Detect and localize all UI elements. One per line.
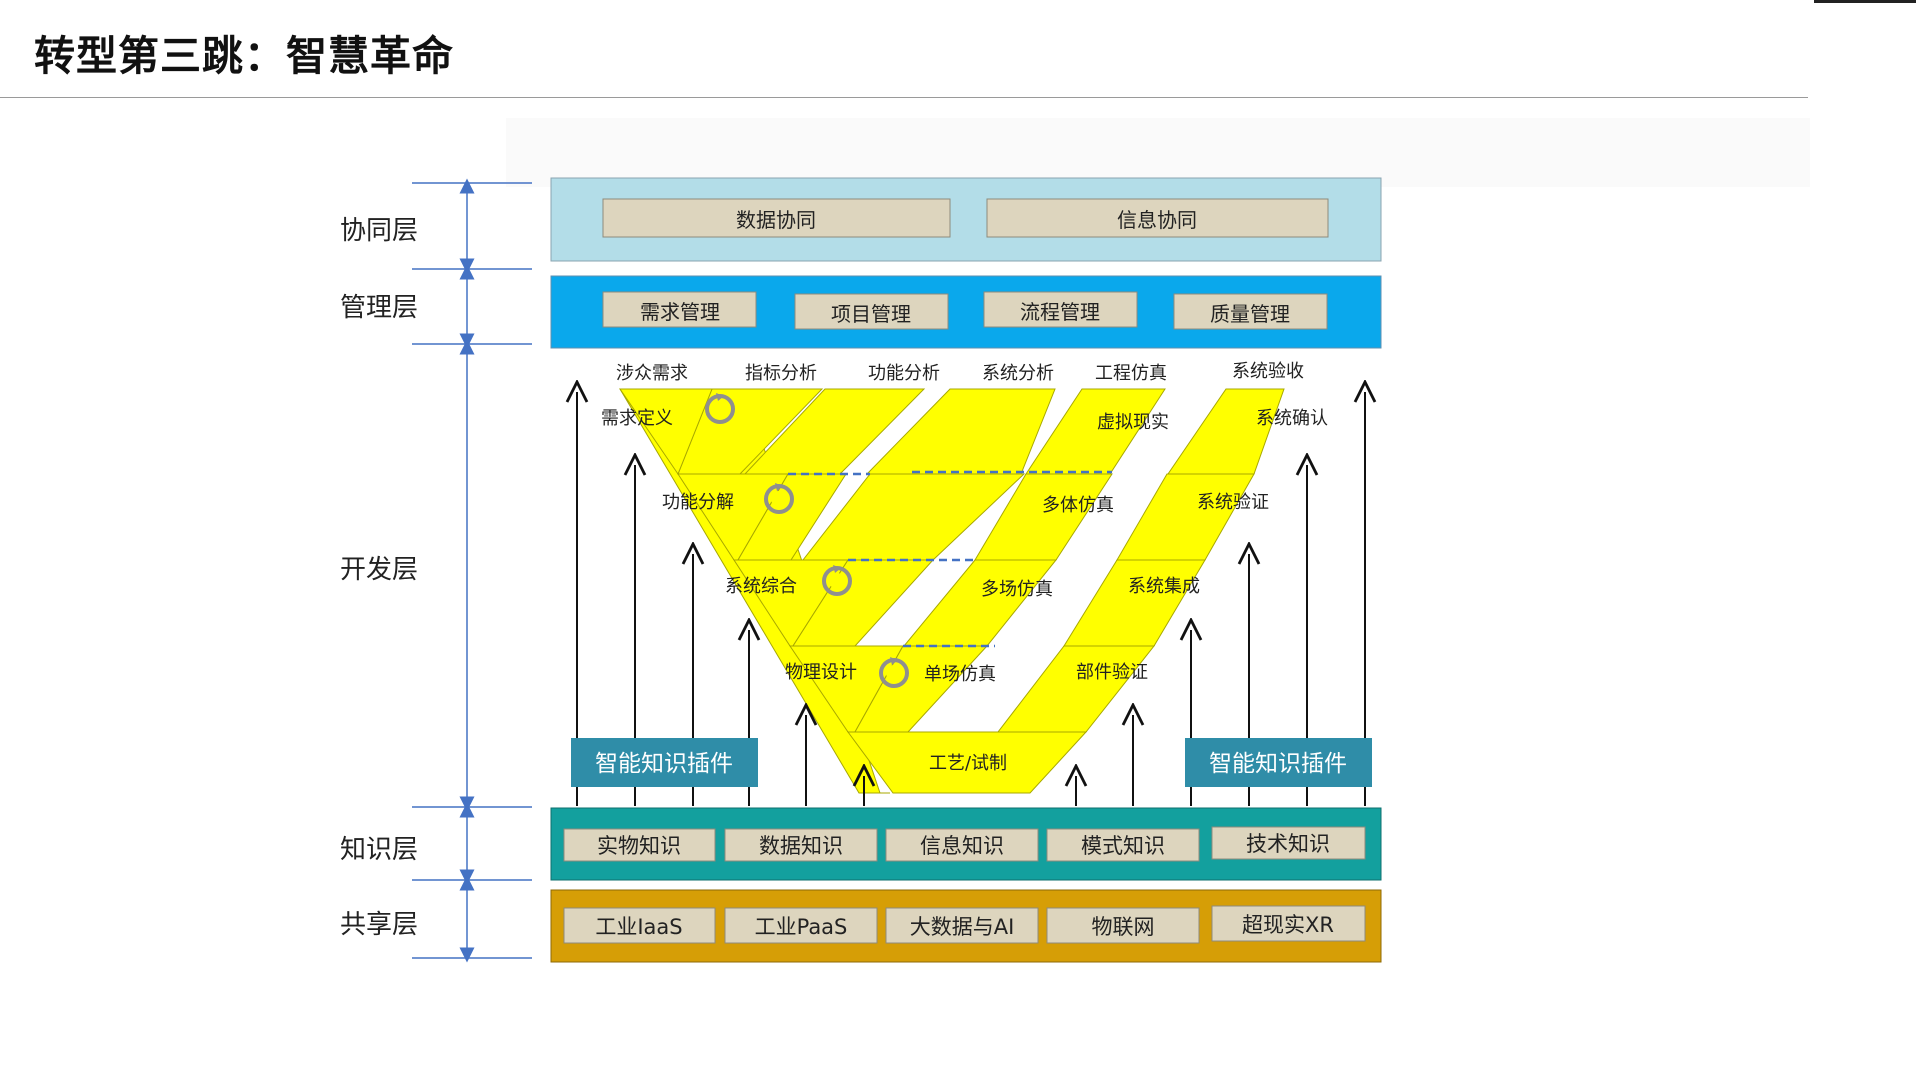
knowledge-plugin-label-left: 智能知识插件 [595,751,733,777]
share-item-box [724,907,878,944]
share-item-box [563,907,716,944]
refresh-icon [822,565,852,596]
layer-label-share: 共享层 [340,910,418,940]
v-middle-label: 多体仿真 [1042,495,1114,516]
corner-line [1814,0,1916,3]
v-model [619,388,1285,794]
collab-item-box [602,198,951,238]
v-top-label: 功能分析 [868,363,940,384]
knowledge-plugin-label-right: 智能知识插件 [1209,751,1347,777]
mgmt-item-label: 需求管理 [640,300,720,324]
mgmt-item-label: 流程管理 [1020,300,1100,324]
v-band [619,388,713,476]
layer-label-mgmt: 管理层 [340,293,418,323]
knowledge-item-box [563,828,716,862]
layer-scale [412,178,532,963]
mgmt-item-box [1173,293,1328,330]
share-item-box [1211,905,1366,942]
share-item-box [885,907,1039,944]
collab-item-label: 数据协同 [736,208,816,232]
v-right-label: 系统确认 [1256,408,1328,429]
v-middle-label: 单场仿真 [924,664,996,685]
knowledge-item-box [1211,826,1366,860]
refresh-icon [879,657,909,688]
share-item-label: 大数据与AI [910,915,1015,939]
collab-item-label: 信息协同 [1117,208,1197,232]
background-panel [506,118,1810,187]
mgmt-item-box [602,291,757,328]
collab-item-box [986,198,1329,238]
knowledge-item-label: 技术知识 [1246,832,1330,856]
knowledge-item-box [724,828,878,862]
layer-label-dev: 开发层 [340,555,418,585]
layer-label-knowledge: 知识层 [340,835,418,865]
page-title: 转型第三跳：智慧革命 [34,32,454,80]
knowledge-item-label: 实物知识 [597,834,681,858]
knowledge-plugin-box-left [571,738,758,787]
v-band [1167,388,1285,475]
mgmt-item-box [983,291,1138,328]
share-item-label: 物联网 [1092,915,1155,939]
v-left-label: 物理设计 [785,662,857,683]
v-bottom [847,731,1088,794]
share-item-label: 超现实XR [1242,913,1334,937]
layer-label-collab: 协同层 [340,216,418,246]
refresh-icon [705,393,735,424]
share-item-box [1046,907,1200,944]
knowledge-item-label: 数据知识 [759,834,843,858]
v-left-label: 需求定义 [601,408,673,429]
v-right-label: 部件验证 [1076,662,1148,683]
mgmt-item-label: 项目管理 [831,302,911,326]
v-right-label: 系统集成 [1128,576,1200,597]
v-band [1063,559,1206,647]
v-band [1116,473,1255,561]
v-middle-label: 多场仿真 [981,579,1053,600]
mgmt-item-label: 质量管理 [1210,302,1290,326]
knowledge-item-box [885,828,1039,862]
knowledge-item-label: 模式知识 [1081,834,1165,858]
v-band [996,645,1156,733]
v-top-label: 指标分析 [745,363,817,384]
v-left-label: 系统综合 [725,576,797,597]
v-band [902,559,1058,647]
v-bottom-label: 工艺/试制 [929,753,1007,774]
refresh-icon [764,483,794,514]
v-top-label: 系统验收 [1232,361,1304,382]
v-left-label: 功能分解 [662,492,734,513]
share-item-label: 工业PaaS [755,915,848,939]
knowledge-plugin-box-right [1185,738,1372,787]
mgmt-item-box [794,293,949,330]
v-right-label: 系统验证 [1197,492,1269,513]
v-top-label: 工程仿真 [1095,363,1167,384]
v-middle-label: 虚拟现实 [1097,412,1169,433]
knowledge-item-label: 信息知识 [920,834,1004,858]
header-divider [0,97,1808,98]
knowledge-item-box [1046,828,1200,862]
v-top-label: 系统分析 [982,363,1054,384]
v-top-label: 涉众需求 [616,363,688,384]
share-item-label: 工业IaaS [595,915,682,939]
